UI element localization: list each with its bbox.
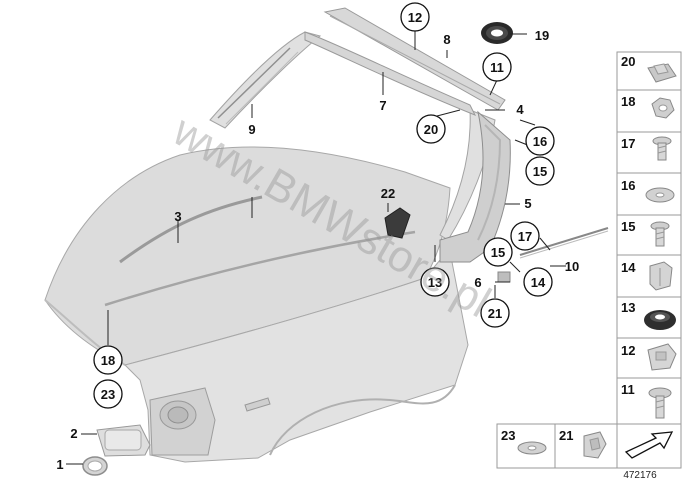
svg-text:21: 21 xyxy=(488,306,502,321)
label-7: 7 xyxy=(379,98,386,113)
leader-lines xyxy=(66,31,566,465)
wheel-arch xyxy=(269,384,456,456)
label-2: 2 xyxy=(70,426,77,441)
svg-text:12: 12 xyxy=(408,10,422,25)
windscreen-frame xyxy=(209,31,322,129)
panel-item-18: 18 xyxy=(621,94,675,119)
label-9: 9 xyxy=(248,122,255,137)
callout-14: 14 xyxy=(523,267,553,297)
svg-text:16: 16 xyxy=(533,134,547,149)
rod-10 xyxy=(519,227,609,256)
diagram-id: 472176 xyxy=(623,470,657,481)
roof-moulding-line xyxy=(329,15,501,105)
expanding-nut-icon xyxy=(649,261,673,291)
panel-item-13: 13 xyxy=(621,300,676,330)
panel-item-23: 23 xyxy=(501,428,547,455)
panel-item-15: 15 xyxy=(621,219,670,247)
clip-22 xyxy=(384,207,411,239)
svg-text:23: 23 xyxy=(501,428,515,443)
label-10: 10 xyxy=(565,259,579,274)
callout-15-upper: 15 xyxy=(525,156,555,186)
bottom-parts-panel: 23 21 xyxy=(496,423,682,469)
ring-part-1-inner xyxy=(87,460,103,472)
panel-item-20: 20 xyxy=(621,54,677,83)
svg-text:20: 20 xyxy=(424,122,438,137)
svg-text:23: 23 xyxy=(101,387,115,402)
callout-18: 18 xyxy=(93,345,123,375)
trim-strip-9b xyxy=(225,51,299,125)
svg-text:15: 15 xyxy=(533,164,547,179)
callout-12: 12 xyxy=(400,2,430,32)
clip-6 xyxy=(497,271,511,283)
svg-text:14: 14 xyxy=(621,260,636,275)
svg-text:22: 22 xyxy=(381,186,395,201)
pillar-trim-5 xyxy=(439,110,511,263)
svg-text:12: 12 xyxy=(621,343,635,358)
svg-text:13: 13 xyxy=(621,300,635,315)
svg-text:19: 19 xyxy=(535,28,549,43)
label-8: 8 xyxy=(443,32,450,47)
svg-text:17: 17 xyxy=(621,136,635,151)
callout-21: 21 xyxy=(480,298,510,328)
svg-text:21: 21 xyxy=(559,428,573,443)
panel-item-11: 11 xyxy=(621,382,672,419)
svg-text:15: 15 xyxy=(621,219,635,234)
callout-20: 20 xyxy=(416,114,446,144)
trim-strip-9 xyxy=(217,47,291,119)
callout-15-lower: 15 xyxy=(483,237,513,267)
direction-arrow-icon xyxy=(624,431,674,459)
label-4: 4 xyxy=(516,102,524,117)
pillar-trim-inner xyxy=(477,124,502,241)
hood-trim-3 xyxy=(119,195,263,264)
panel-item-17: 17 xyxy=(621,136,672,161)
label-1: 1 xyxy=(56,457,63,472)
svg-text:15: 15 xyxy=(491,245,505,260)
label-6: 6 xyxy=(474,275,481,290)
callout-11: 11 xyxy=(482,52,512,82)
callout-17: 17 xyxy=(510,221,540,251)
roof-rail-7 xyxy=(304,31,477,116)
panel-item-12: 12 xyxy=(621,343,677,371)
svg-text:11: 11 xyxy=(490,60,504,75)
svg-text:20: 20 xyxy=(621,54,635,69)
label-3: 3 xyxy=(174,209,181,224)
hood-trim-lower xyxy=(104,230,416,307)
svg-text:17: 17 xyxy=(518,229,532,244)
roof-moulding-8 xyxy=(323,7,506,111)
callout-23: 23 xyxy=(93,379,123,409)
svg-text:16: 16 xyxy=(621,178,635,193)
svg-text:18: 18 xyxy=(621,94,635,109)
svg-text:18: 18 xyxy=(101,353,115,368)
svg-text:11: 11 xyxy=(621,382,635,397)
cap-part-2-face xyxy=(104,429,142,451)
svg-text:14: 14 xyxy=(531,275,546,290)
label-5: 5 xyxy=(524,196,531,211)
side-parts-panel: 20 18 17 16 15 xyxy=(616,51,682,431)
callout-19: 19 xyxy=(535,28,549,43)
panel-item-14: 14 xyxy=(621,260,673,291)
headlamp-inner xyxy=(167,406,189,424)
svg-text:13: 13 xyxy=(428,275,442,290)
callout-22: 22 xyxy=(381,186,395,201)
panel-item-16: 16 xyxy=(621,178,675,203)
panel-item-21: 21 xyxy=(559,428,607,459)
side-indicator xyxy=(244,397,271,412)
seal-19 xyxy=(481,22,513,44)
rod-10-shadow xyxy=(519,230,609,259)
callout-13: 13 xyxy=(420,267,450,297)
callout-16: 16 xyxy=(525,126,555,156)
